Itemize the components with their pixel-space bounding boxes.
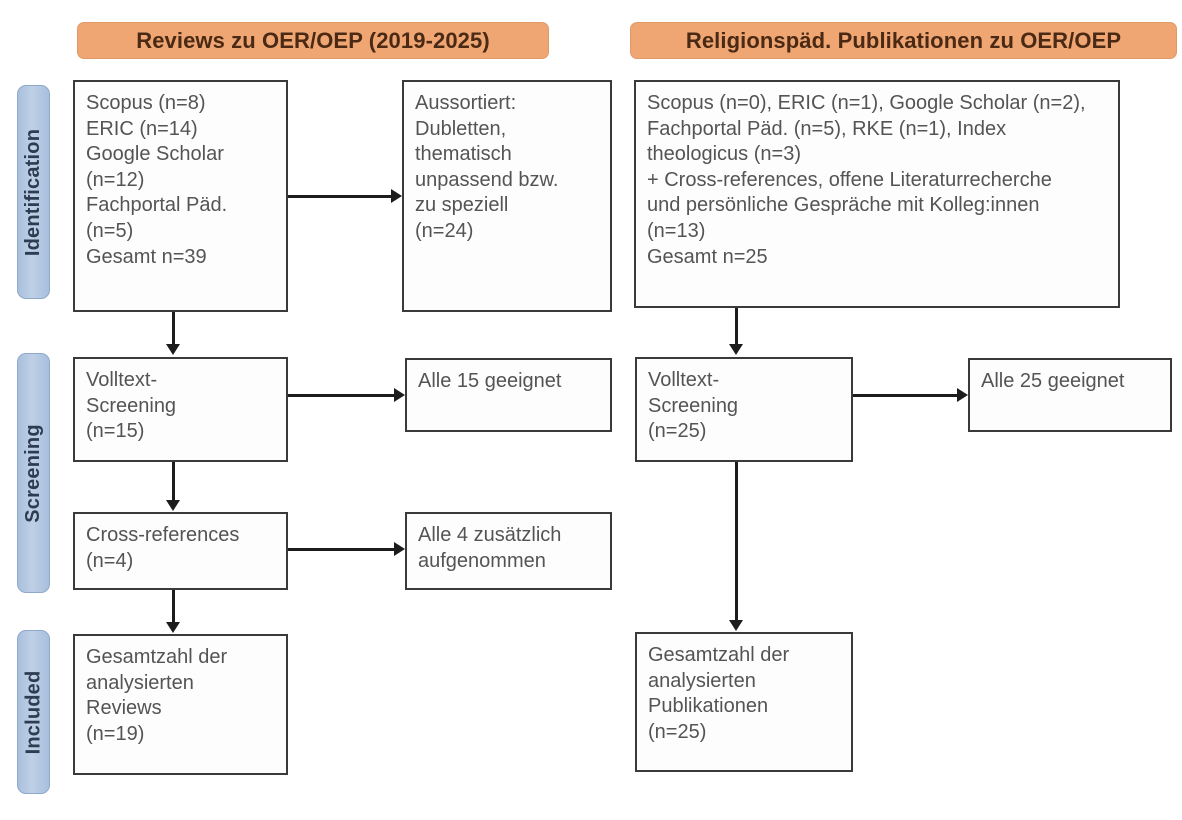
box-line: (n=12) (86, 168, 145, 191)
box-reviews-fulltext-screening: Volltext- Screening (n=15) (73, 357, 288, 462)
box-religionspaed-included: Gesamtzahl der analysierten Publikatione… (635, 632, 853, 772)
connector-reviews-crossrefs-to-result (288, 548, 394, 551)
stage-pill-screening: Screening (17, 353, 50, 593)
stage-pill-included: Included (17, 630, 50, 794)
connector-reviews-sources-to-fulltext (172, 312, 175, 344)
box-reviews-fulltext-result: Alle 15 geeignet (405, 358, 612, 432)
box-religionspaed-fulltext-result: Alle 25 geeignet (968, 358, 1172, 432)
box-line: analysierten (86, 671, 194, 694)
box-line: Alle 25 geeignet (981, 370, 1125, 392)
arrowhead-icon (391, 189, 402, 203)
arrowhead-icon (729, 620, 743, 631)
connector-reviews-sources-to-excluded (288, 195, 391, 198)
column-header-reviews: Reviews zu OER/OEP (2019-2025) (77, 22, 549, 59)
box-line: Gesamtzahl der (648, 644, 790, 666)
connector-religionspaed-sources-to-fulltext (735, 308, 738, 344)
box-reviews-included: Gesamtzahl der analysierten Reviews (n=1… (73, 634, 288, 775)
box-line: (n=19) (86, 722, 145, 745)
box-line: (n=25) (648, 720, 707, 743)
box-reviews-crossrefs: Cross-references (n=4) (73, 512, 288, 590)
box-religionspaed-fulltext-screening: Volltext- Screening (n=25) (635, 357, 853, 462)
box-reviews-sources: Scopus (n=8) ERIC (n=14) Google Scholar … (73, 80, 288, 312)
box-line: Google Scholar (86, 143, 224, 166)
box-line: Aussortiert: (415, 92, 517, 114)
box-line: Publikationen (648, 695, 769, 718)
box-line: Screening (648, 394, 739, 417)
box-line: und persönliche Gespräche mit Kolleg:inn… (647, 194, 1040, 217)
stage-pill-identification: Identification (17, 85, 50, 299)
box-line: + Cross-references, offene Literaturrech… (647, 168, 1052, 191)
box-line: Scopus (n=8) (86, 92, 206, 114)
connector-reviews-fulltext-to-crossrefs (172, 462, 175, 500)
box-line: (n=5) (86, 219, 134, 242)
box-line: Alle 15 geeignet (418, 370, 562, 392)
box-line: (n=13) (647, 219, 706, 242)
arrowhead-icon (394, 542, 405, 556)
box-line: theologicus (n=3) (647, 143, 801, 166)
box-line: Scopus (n=0), ERIC (n=1), Google Scholar… (647, 92, 1086, 114)
box-line: zu speziell (415, 194, 509, 217)
column-header-religionspaed: Religionspäd. Publikationen zu OER/OEP (630, 22, 1177, 59)
column-header-reviews-label: Reviews zu OER/OEP (2019-2025) (136, 27, 490, 53)
box-line: unpassend bzw. (415, 168, 559, 191)
box-line: Dubletten, (415, 117, 507, 140)
stage-pill-identification-label: Identification (22, 128, 44, 256)
box-line: (n=15) (86, 420, 145, 443)
box-line: Volltext- (648, 369, 720, 391)
arrowhead-icon (394, 388, 405, 402)
connector-reviews-crossrefs-to-included (172, 590, 175, 622)
box-religionspaed-sources: Scopus (n=0), ERIC (n=1), Google Scholar… (634, 80, 1120, 308)
box-line: Fachportal Päd. (n=5), RKE (n=1), Index (647, 117, 1007, 140)
box-line: ERIC (n=14) (86, 117, 198, 140)
arrowhead-icon (957, 388, 968, 402)
box-line: Volltext- (86, 369, 158, 391)
box-line: analysierten (648, 669, 756, 692)
box-reviews-crossrefs-result: Alle 4 zusätzlich aufgenommen (405, 512, 612, 590)
box-line: thematisch (415, 143, 512, 166)
box-line: Screening (86, 394, 177, 417)
stage-pill-screening-label: Screening (22, 423, 44, 523)
box-reviews-excluded: Aussortiert: Dubletten, thematisch unpas… (402, 80, 612, 312)
arrowhead-icon (166, 500, 180, 511)
connector-reviews-fulltext-to-result (288, 394, 394, 397)
box-line: (n=25) (648, 420, 707, 443)
box-line: Fachportal Päd. (86, 194, 228, 217)
box-line: Gesamt n=25 (647, 245, 768, 268)
box-line: Cross-references (86, 524, 240, 546)
box-line: aufgenommen (418, 549, 546, 572)
box-line: Gesamt n=39 (86, 245, 207, 268)
arrowhead-icon (729, 344, 743, 355)
column-header-religionspaed-label: Religionspäd. Publikationen zu OER/OEP (685, 27, 1122, 53)
box-line: (n=4) (86, 549, 134, 572)
stage-pill-included-label: Included (22, 670, 45, 754)
box-line: Alle 4 zusätzlich (418, 524, 562, 546)
arrowhead-icon (166, 622, 180, 633)
box-line: (n=24) (415, 219, 474, 242)
connector-religionspaed-fulltext-to-included (735, 462, 738, 620)
arrowhead-icon (166, 344, 180, 355)
box-line: Gesamtzahl der (86, 646, 228, 668)
connector-religionspaed-fulltext-to-result (853, 394, 957, 397)
box-line: Reviews (86, 697, 162, 720)
